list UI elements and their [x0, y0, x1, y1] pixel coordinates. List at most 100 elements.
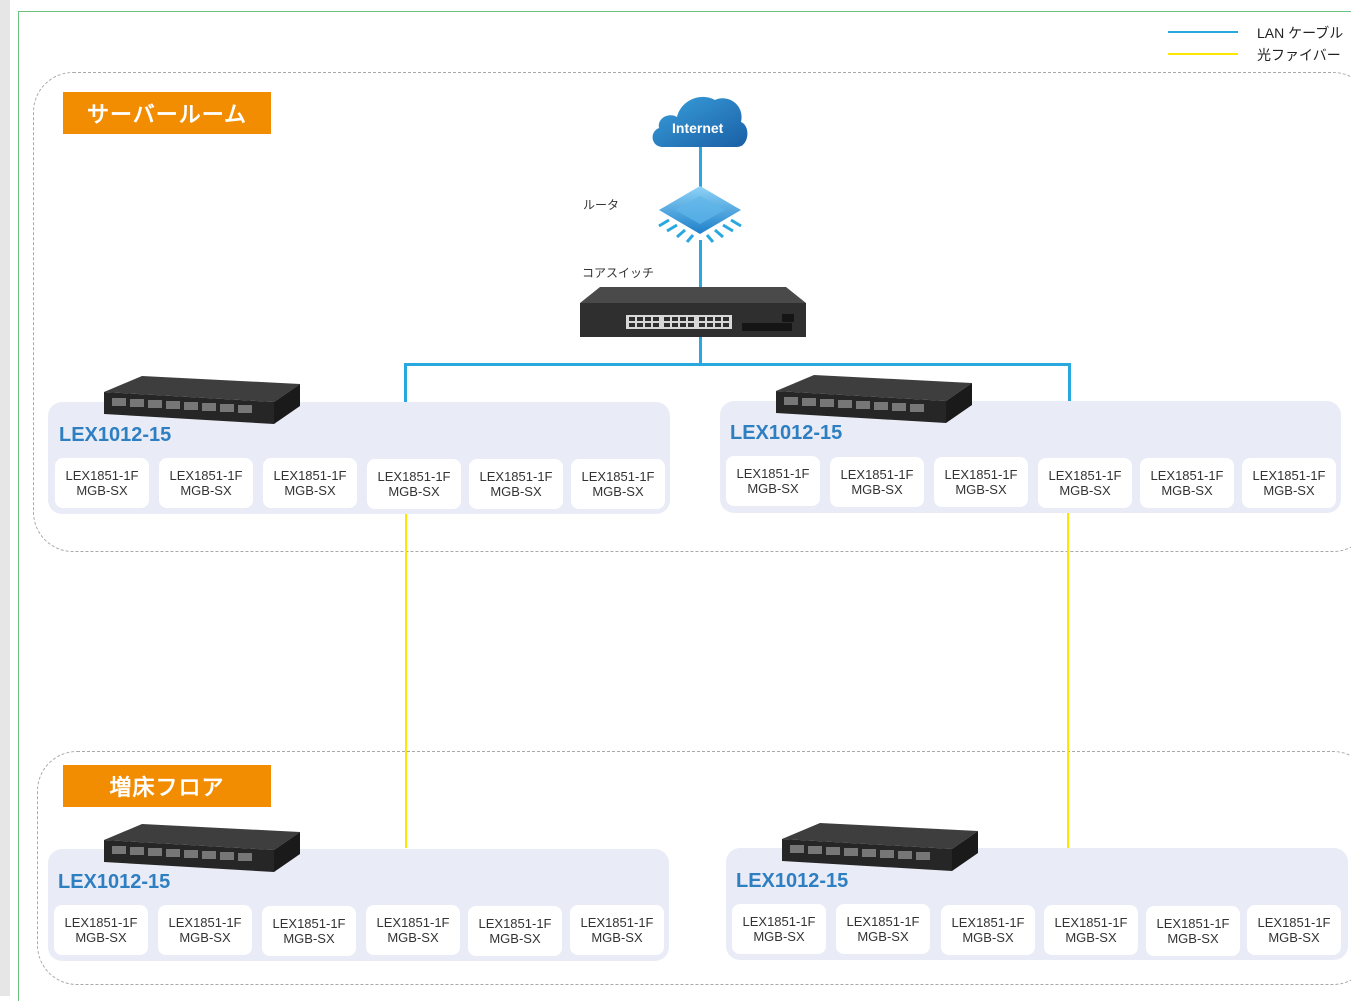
diagram-frame [18, 11, 1351, 1001]
module-type: MGB-SX [1059, 483, 1111, 498]
server-room-zone [33, 72, 1351, 552]
module-type: MGB-SX [490, 484, 542, 499]
lan-wire-router-switch [699, 240, 702, 290]
module-model: LEX1851-1F [168, 915, 242, 930]
chassis-model-title: LEX1012-15 [58, 871, 171, 893]
module-model: LEX1851-1F [944, 467, 1018, 482]
module-model: LEX1851-1F [273, 468, 347, 483]
core-switch-icon [580, 287, 806, 337]
legend-lan-line [1168, 31, 1238, 33]
chassis-device-icon [104, 824, 300, 872]
cloud-icon [652, 96, 748, 147]
module-type: MGB-SX [180, 483, 232, 498]
lan-wire-horizontal [404, 363, 1071, 366]
module-model: LEX1851-1F [580, 915, 654, 930]
module-type: MGB-SX [1161, 483, 1213, 498]
module-type: MGB-SX [1268, 930, 1320, 945]
chassis-group [726, 848, 1348, 960]
module-type: MGB-SX [753, 929, 805, 944]
module-model: LEX1851-1F [169, 468, 243, 483]
module-type: MGB-SX [489, 931, 541, 946]
raised-floor-label: 増床フロア [63, 765, 271, 807]
chassis-group [720, 401, 1341, 513]
module-model: LEX1851-1F [846, 914, 920, 929]
module-model: LEX1851-1F [951, 915, 1025, 930]
chassis-device-icon [104, 376, 300, 424]
router-label: ルータ [583, 198, 620, 212]
server-room-label: サーバールーム [63, 92, 271, 134]
module-type: MGB-SX [592, 484, 644, 499]
module-model: LEX1851-1F [1257, 915, 1331, 930]
module-type: MGB-SX [747, 481, 799, 496]
module-model: LEX1851-1F [377, 469, 451, 484]
chassis-device-icon [782, 823, 978, 871]
module-type: MGB-SX [283, 931, 335, 946]
module-model: LEX1851-1F [478, 916, 552, 931]
module-model: LEX1851-1F [1054, 915, 1128, 930]
module-model: LEX1851-1F [479, 469, 553, 484]
fiber-wire-left [405, 514, 407, 848]
module-model: LEX1851-1F [65, 468, 139, 483]
module-model: LEX1851-1F [742, 914, 816, 929]
module-type: MGB-SX [1167, 931, 1219, 946]
module-type: MGB-SX [388, 484, 440, 499]
chassis-model-title: LEX1012-15 [736, 870, 849, 892]
module-type: MGB-SX [75, 930, 127, 945]
module-model: LEX1851-1F [1252, 468, 1326, 483]
module-model: LEX1851-1F [840, 467, 914, 482]
internet-label: Internet [672, 120, 724, 136]
chassis-group [48, 849, 669, 961]
lan-wire-right-drop [1068, 363, 1071, 407]
module-type: MGB-SX [76, 483, 128, 498]
module-type: MGB-SX [179, 930, 231, 945]
module-model: LEX1851-1F [1156, 916, 1230, 931]
chassis-model-title: LEX1012-15 [730, 422, 843, 444]
chassis-model-title: LEX1012-15 [59, 424, 172, 446]
module-type: MGB-SX [1065, 930, 1117, 945]
module-model: LEX1851-1F [581, 469, 655, 484]
router-icon [658, 186, 742, 243]
lan-wire-switch-down [699, 337, 702, 365]
lan-wire-internet-router [699, 145, 702, 187]
module-type: MGB-SX [591, 930, 643, 945]
legend-fiber-line [1168, 53, 1238, 55]
module-type: MGB-SX [387, 930, 439, 945]
chassis-device-icon [776, 375, 972, 423]
module-type: MGB-SX [284, 483, 336, 498]
raised-floor-zone [37, 751, 1351, 985]
lan-wire-left-drop [404, 363, 407, 403]
legend-lan-label: LAN ケーブル [1257, 25, 1344, 41]
module-model: LEX1851-1F [1048, 468, 1122, 483]
module-type: MGB-SX [962, 930, 1014, 945]
module-model: LEX1851-1F [64, 915, 138, 930]
module-type: MGB-SX [857, 929, 909, 944]
module-model: LEX1851-1F [272, 916, 346, 931]
fiber-wire-right [1067, 510, 1069, 849]
left-margin-strip [0, 0, 10, 996]
module-model: LEX1851-1F [376, 915, 450, 930]
module-model: LEX1851-1F [1150, 468, 1224, 483]
